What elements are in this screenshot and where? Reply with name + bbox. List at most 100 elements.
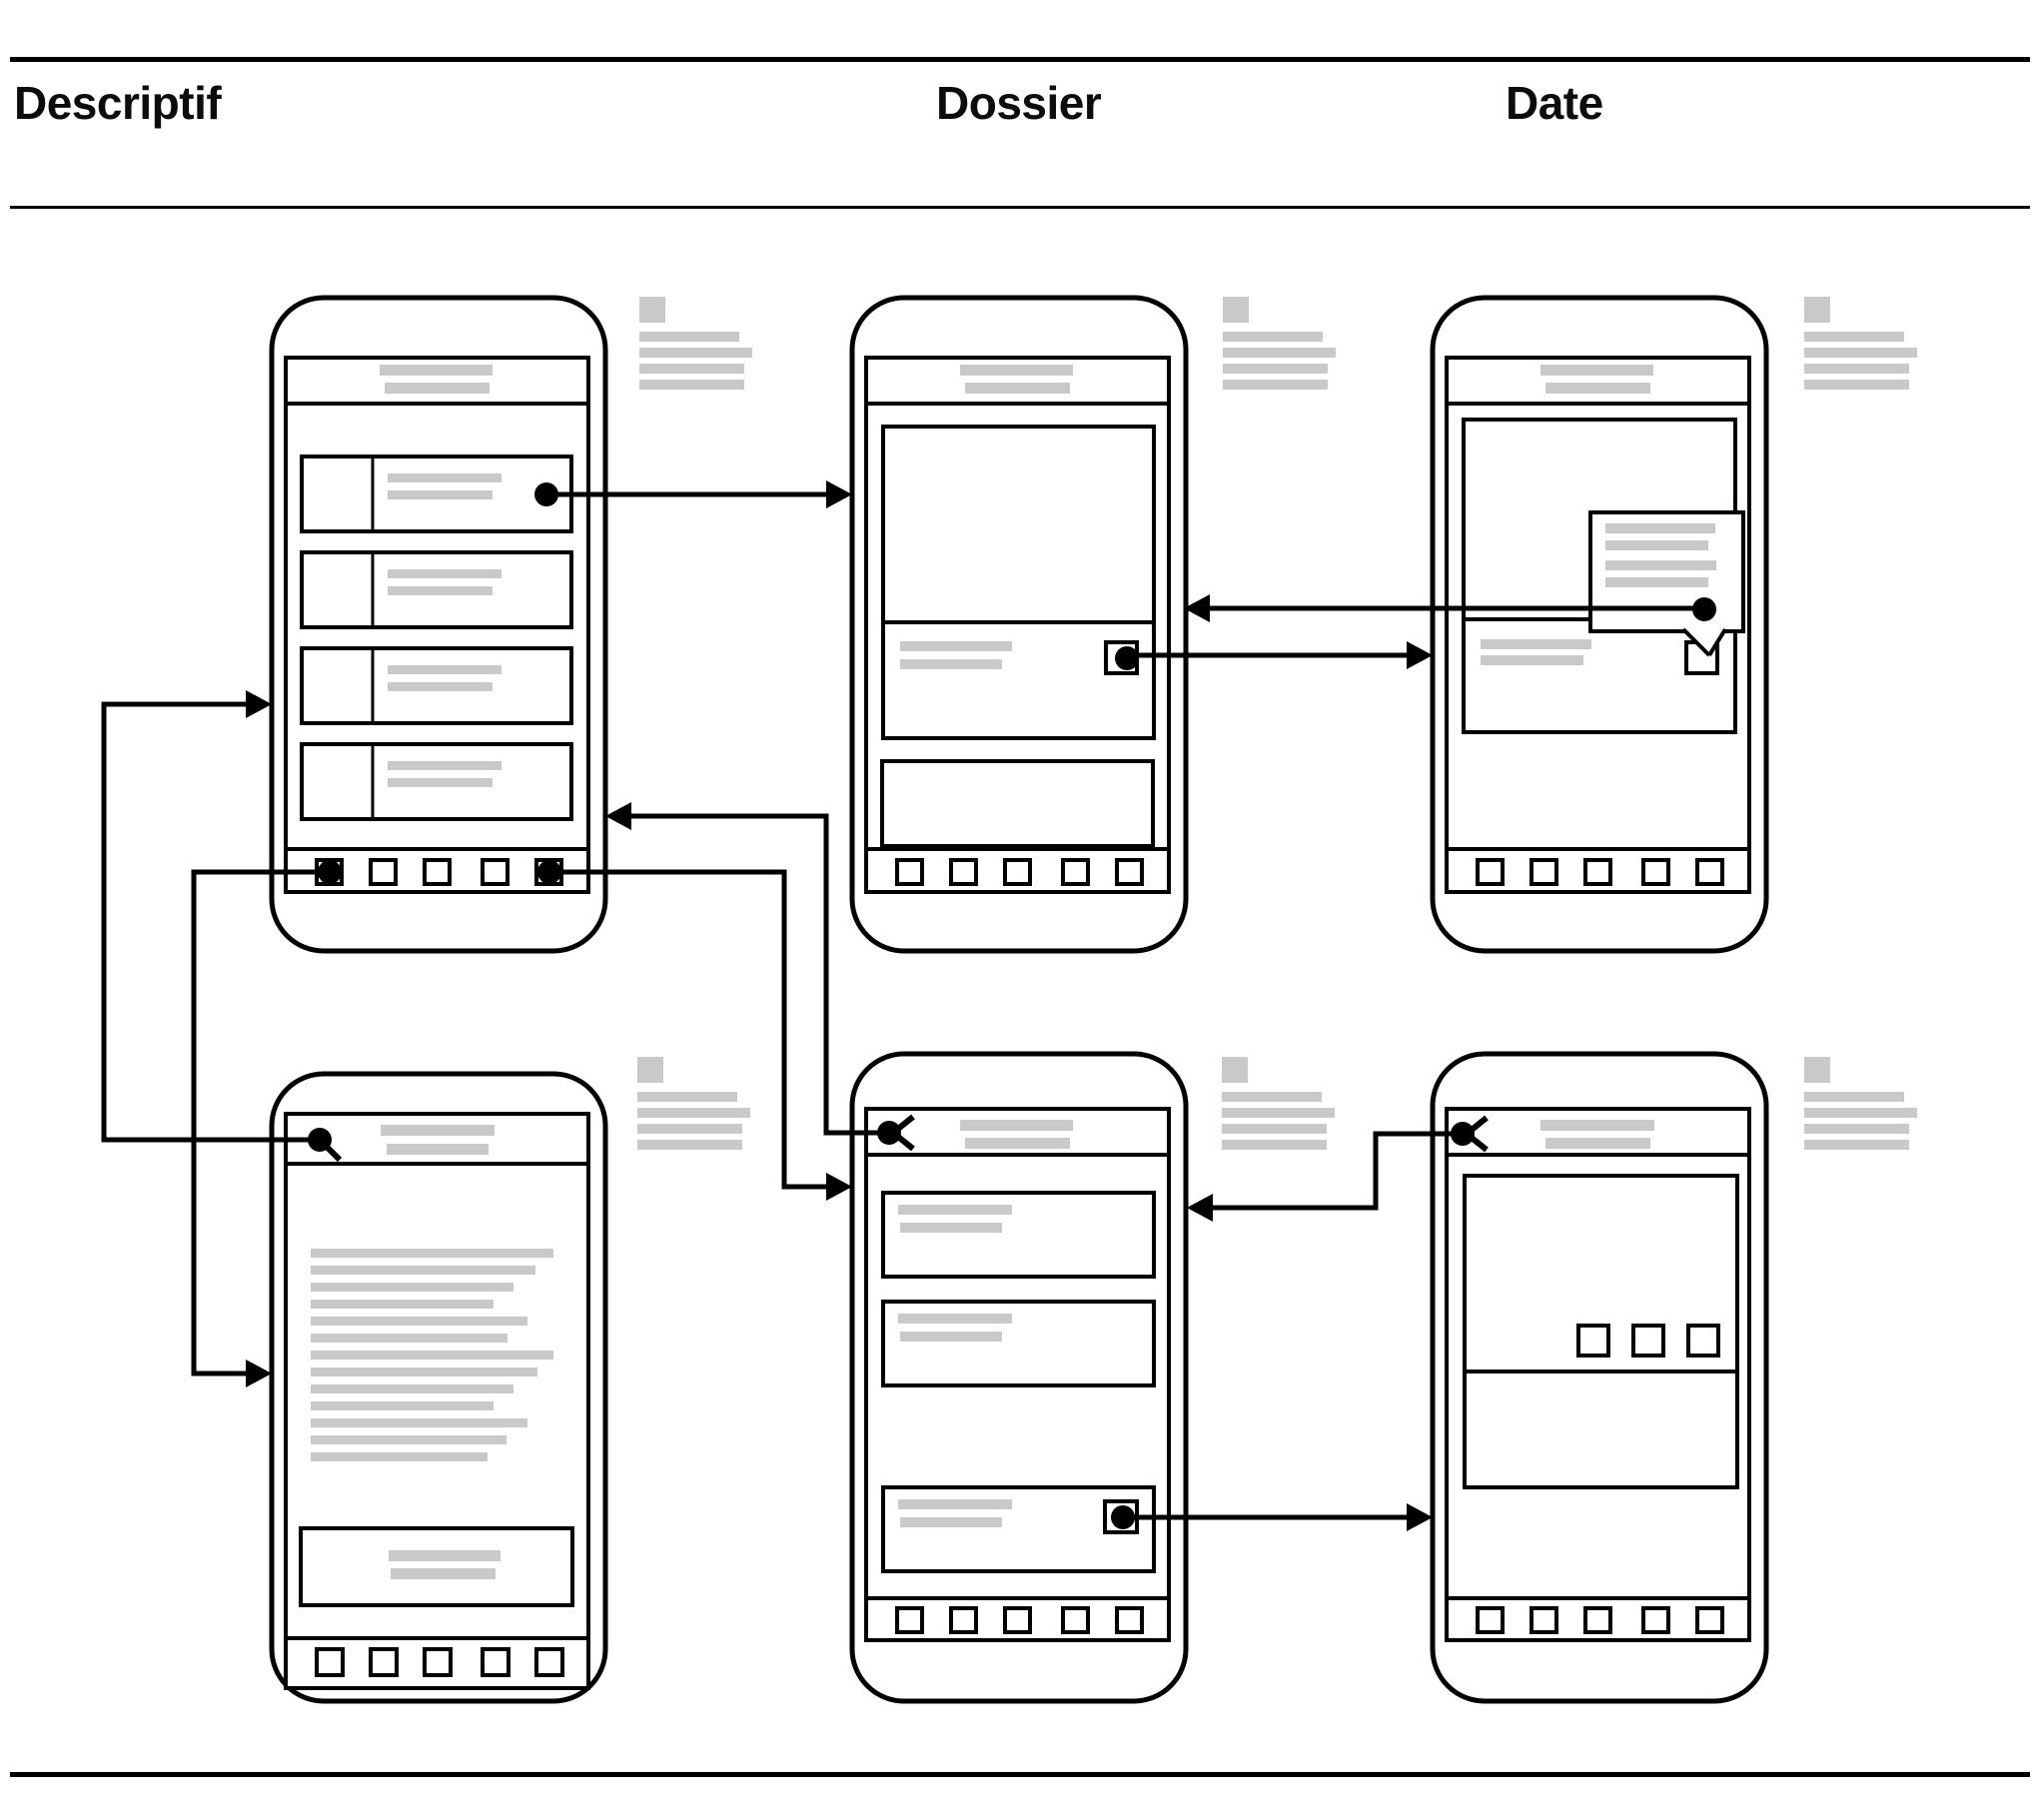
title-text-line bbox=[1540, 365, 1653, 376]
cta-button[interactable] bbox=[299, 1526, 574, 1607]
paragraph-line bbox=[311, 1249, 553, 1258]
card-text-line bbox=[898, 1205, 1012, 1215]
note-text-line bbox=[1223, 380, 1328, 390]
nav-item[interactable] bbox=[423, 1647, 453, 1677]
note-icon bbox=[1222, 1057, 1248, 1083]
nav-item[interactable] bbox=[369, 1647, 399, 1677]
nav-item[interactable] bbox=[1695, 858, 1724, 886]
item-text-line bbox=[388, 665, 502, 674]
nav-item[interactable] bbox=[1476, 1606, 1505, 1634]
paragraph-line bbox=[311, 1452, 488, 1461]
nav-item[interactable] bbox=[1530, 1606, 1558, 1634]
nav-item[interactable] bbox=[1530, 858, 1558, 886]
nav-item[interactable] bbox=[949, 1606, 978, 1634]
nav-item[interactable] bbox=[481, 1647, 510, 1677]
title-text-line bbox=[380, 365, 493, 376]
note-icon bbox=[639, 297, 665, 323]
nav-item[interactable] bbox=[423, 858, 452, 886]
nav-item[interactable] bbox=[481, 858, 510, 886]
image-placeholder bbox=[881, 425, 1156, 624]
note-text-line bbox=[1804, 1140, 1909, 1150]
nav-item[interactable] bbox=[1695, 1606, 1724, 1634]
note-text-line bbox=[1222, 1092, 1322, 1102]
nav-item[interactable] bbox=[315, 1647, 345, 1677]
button-text-line bbox=[391, 1568, 496, 1579]
note-text-line bbox=[637, 1140, 742, 1150]
flow-folderlist-back-to-list bbox=[631, 813, 889, 1136]
note-text-line bbox=[639, 380, 744, 390]
button-text-line bbox=[389, 1550, 501, 1561]
column-header-dossier: Dossier bbox=[936, 77, 1102, 129]
nav-item[interactable] bbox=[1583, 858, 1612, 886]
nav-item[interactable] bbox=[1061, 858, 1090, 886]
title-text-line bbox=[1545, 1138, 1650, 1149]
nav-item[interactable] bbox=[534, 1647, 564, 1677]
header-bottom-rule bbox=[10, 206, 2030, 209]
nav-item[interactable] bbox=[949, 858, 978, 886]
nav-item[interactable] bbox=[1115, 1606, 1144, 1634]
title-text-line bbox=[1545, 383, 1650, 394]
paragraph-line bbox=[311, 1384, 513, 1393]
note-text-line bbox=[1804, 380, 1909, 390]
nav-item[interactable] bbox=[1476, 858, 1505, 886]
arrowhead-icon bbox=[246, 690, 272, 718]
meta-text-line bbox=[900, 659, 1002, 669]
nav-item[interactable] bbox=[1003, 858, 1032, 886]
gallery-thumb[interactable] bbox=[1631, 1324, 1665, 1358]
nav-item[interactable] bbox=[1003, 1606, 1032, 1634]
arrowhead-icon bbox=[246, 1360, 272, 1387]
arrowhead-icon bbox=[1407, 641, 1433, 669]
meta-text-line bbox=[900, 641, 1012, 651]
arrowhead-icon bbox=[1184, 594, 1210, 622]
nav-item[interactable] bbox=[1641, 1606, 1670, 1634]
paragraph-line bbox=[311, 1334, 508, 1343]
title-text-line bbox=[960, 1120, 1073, 1131]
nav-item[interactable] bbox=[1061, 1606, 1090, 1634]
item-text-line bbox=[388, 586, 493, 595]
arrowhead-icon bbox=[826, 1173, 852, 1201]
item-text-line bbox=[388, 473, 502, 482]
column-header-date: Date bbox=[1506, 77, 1603, 129]
card-text-line bbox=[898, 1499, 1012, 1509]
meta-text-line bbox=[1481, 639, 1591, 649]
nav-item[interactable] bbox=[895, 1606, 924, 1634]
nav-item[interactable] bbox=[1115, 858, 1144, 886]
paragraph-line bbox=[311, 1401, 494, 1410]
note-icon bbox=[1804, 297, 1830, 323]
item-text-line bbox=[388, 569, 502, 578]
tooltip-tail bbox=[1683, 629, 1725, 655]
nav-item[interactable] bbox=[369, 858, 398, 886]
note-icon bbox=[1223, 297, 1249, 323]
nav-item[interactable] bbox=[1641, 858, 1670, 886]
item-text-line bbox=[388, 761, 502, 770]
nav-item[interactable] bbox=[1583, 1606, 1612, 1634]
item-text-line bbox=[388, 682, 493, 691]
flow-article-back-to-list bbox=[101, 701, 320, 1143]
nav-item[interactable] bbox=[895, 858, 924, 886]
paragraph-line bbox=[311, 1283, 513, 1292]
back-icon bbox=[325, 1145, 343, 1163]
note-text-line bbox=[1223, 364, 1328, 374]
item-text-line bbox=[388, 778, 493, 787]
note-text-line bbox=[639, 348, 752, 358]
gallery-thumb[interactable] bbox=[1686, 1324, 1720, 1358]
flow-nav5-to-folder-list bbox=[549, 869, 826, 1190]
paragraph-line bbox=[311, 1266, 535, 1275]
paragraph-line bbox=[311, 1300, 494, 1309]
note-text-line bbox=[1804, 364, 1909, 374]
gallery-thumb[interactable] bbox=[1576, 1324, 1610, 1358]
item-text-line bbox=[388, 490, 493, 499]
tooltip-text-line bbox=[1605, 560, 1716, 570]
note-icon bbox=[1804, 1057, 1830, 1083]
tooltip-text-line bbox=[1605, 540, 1708, 550]
card-text-line bbox=[900, 1332, 1002, 1342]
list-item[interactable] bbox=[300, 646, 573, 725]
title-text-line bbox=[387, 1144, 489, 1155]
note-text-line bbox=[639, 364, 744, 374]
note-text-line bbox=[637, 1124, 742, 1134]
header-top-rule bbox=[10, 57, 2030, 62]
title-text-line bbox=[965, 383, 1070, 394]
paragraph-line bbox=[311, 1317, 527, 1326]
tooltip-text-line bbox=[1605, 577, 1708, 587]
